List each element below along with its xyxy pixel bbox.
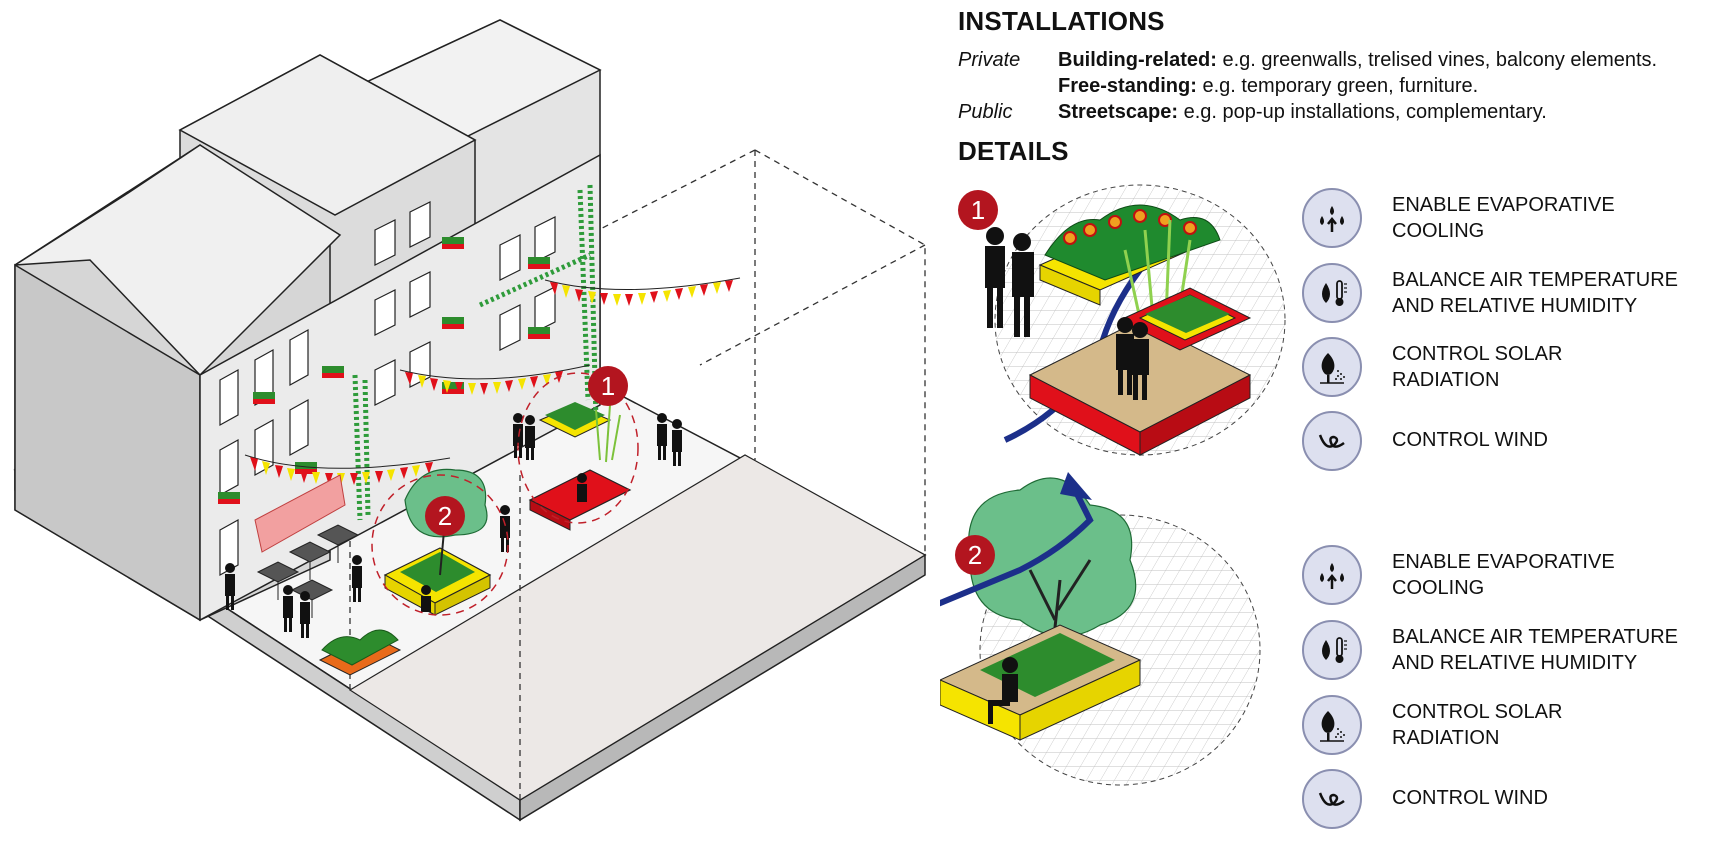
benefit-label: BALANCE AIR TEMPERATURE AND RELATIVE HUM…: [1392, 269, 1678, 317]
installation-row-private-building: Private Building-related: e.g. greenwalls…: [958, 47, 1657, 73]
benefit-label: CONTROL SOLAR RADIATION: [1392, 701, 1563, 749]
benefit-item: BALANCE AIR TEMPERATURE AND RELATIVE HUM…: [1302, 263, 1732, 325]
installation-description: e.g. temporary green, furniture.: [1196, 75, 1479, 97]
details-heading: DETAILS: [958, 136, 1069, 166]
evaporative-cooling-icon: [1302, 188, 1362, 248]
detail-marker-1[interactable]: 1: [958, 190, 998, 230]
installation-category: Private: [958, 49, 1021, 71]
benefit-label: CONTROL WIND: [1392, 429, 1548, 451]
installation-description: e.g. pop-up installations, complementary…: [1178, 101, 1547, 123]
solar-radiation-icon: [1302, 695, 1362, 755]
solar-radiation-icon: [1302, 337, 1362, 397]
facade-windows: [219, 201, 556, 577]
detail-illustrations: [940, 184, 1286, 786]
greenwall-vines: [352, 184, 599, 521]
bunting-flags: [244, 277, 741, 485]
installation-category: Public: [958, 101, 1013, 123]
installation-row-free-standing: Free-standing: e.g. temporary green, fur…: [958, 73, 1478, 99]
detail-1-illustration: [985, 184, 1286, 456]
building-row: [14, 19, 602, 622]
scene-marker-1[interactable]: 1: [588, 366, 628, 406]
benefit-item: ENABLE EVAPORATIVE COOLING: [1302, 545, 1732, 607]
free-standing-planter: [318, 629, 402, 676]
installation-term: Building-related:: [1058, 49, 1217, 71]
detail-callout-circles: [371, 372, 639, 616]
installation-term: Free-standing:: [1058, 75, 1197, 97]
evaporative-cooling-icon: [1302, 545, 1362, 605]
wind-icon: [1302, 769, 1362, 829]
benefit-label: BALANCE AIR TEMPERATURE AND RELATIVE HUM…: [1392, 626, 1678, 674]
shop-awning: [254, 474, 346, 553]
wind-icon: [1302, 411, 1362, 471]
benefit-item: CONTROL SOLAR RADIATION: [1302, 337, 1732, 399]
benefit-item: CONTROL WIND: [1302, 411, 1732, 473]
benefit-item: CONTROL SOLAR RADIATION: [1302, 695, 1732, 757]
installation-term: Streetscape:: [1058, 101, 1179, 123]
installation-row-public-streetscape: Public Streetscape: e.g. pop-up installat…: [958, 99, 1547, 125]
cafe-tables: [256, 524, 360, 618]
benefit-label: ENABLE EVAPORATIVE COOLING: [1392, 194, 1615, 242]
installations-heading: INSTALLATIONS: [958, 6, 1165, 36]
air-temperature-humidity-icon: [1302, 620, 1362, 680]
air-temperature-humidity-icon: [1302, 263, 1362, 323]
benefit-label: CONTROL SOLAR RADIATION: [1392, 343, 1563, 391]
benefit-label: ENABLE EVAPORATIVE COOLING: [1392, 551, 1615, 599]
benefit-label: CONTROL WIND: [1392, 787, 1548, 809]
scene-marker-2[interactable]: 2: [425, 496, 465, 536]
benefit-item: BALANCE AIR TEMPERATURE AND RELATIVE HUM…: [1302, 620, 1732, 682]
pedestrian-silhouettes: [225, 413, 682, 638]
detail-marker-2[interactable]: 2: [955, 535, 995, 575]
installation-description: e.g. greenwalls, trelised vines, balcony…: [1216, 49, 1658, 71]
isometric-street-scene: [13, 19, 927, 822]
benefit-item: ENABLE EVAPORATIVE COOLING: [1302, 188, 1732, 250]
benefit-item: CONTROL WIND: [1302, 769, 1732, 831]
detail-2-illustration: [940, 472, 1261, 786]
